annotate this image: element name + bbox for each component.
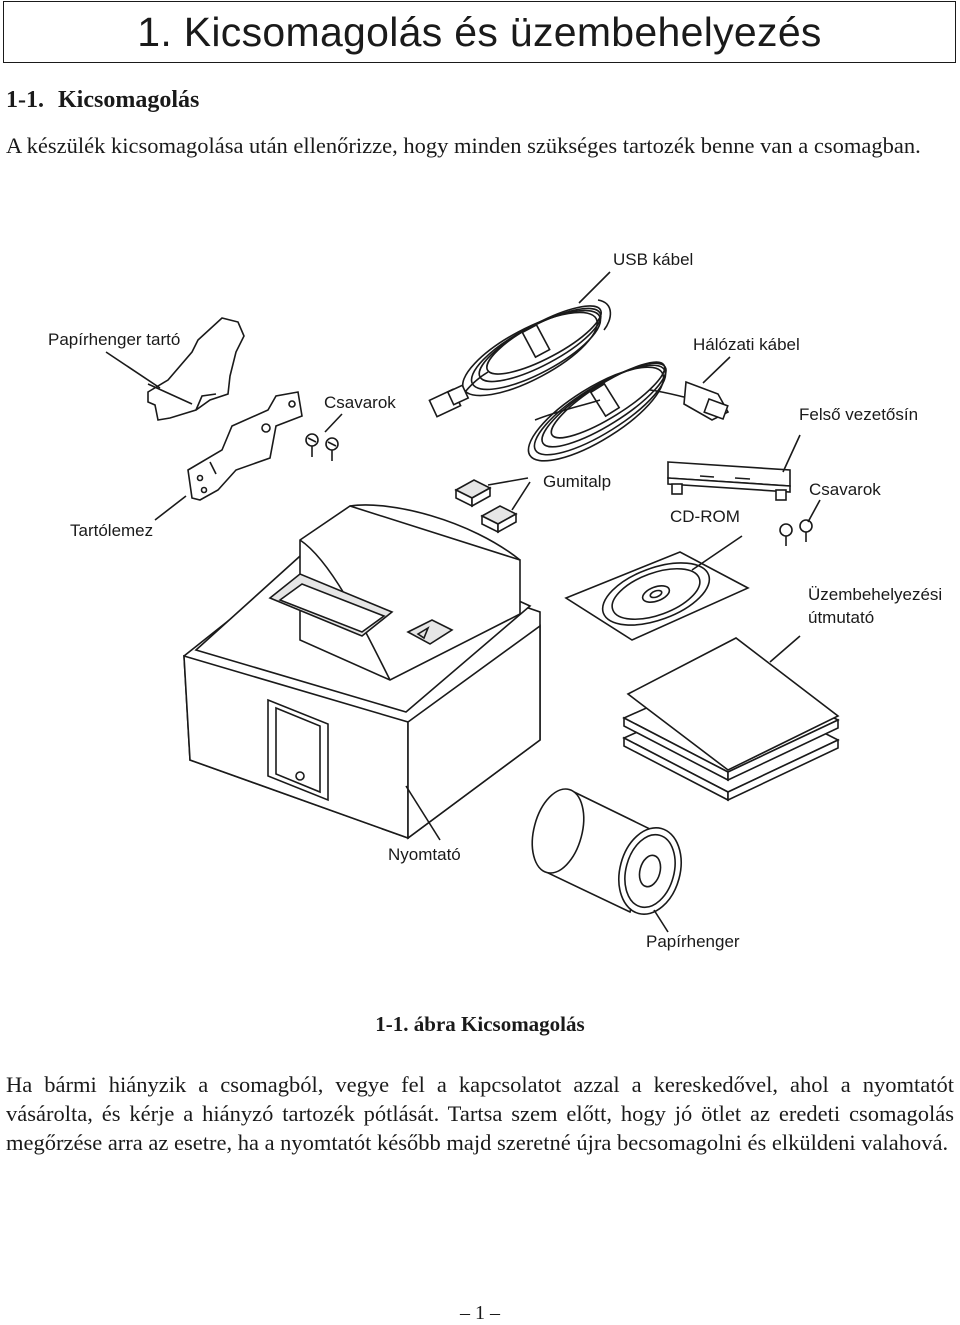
label-usb-cable: USB kábel (613, 250, 693, 269)
paper-holder-illustration (105, 317, 245, 421)
label-power-cable: Hálózati kábel (693, 335, 800, 354)
power-cable-illustration (527, 356, 731, 462)
cd-rom-illustration (564, 535, 750, 641)
section-title: Kicsomagolás (58, 87, 200, 113)
intro-paragraph: A készülék kicsomagolása után ellenőrizz… (6, 133, 921, 158)
label-paper-holder: Papírhenger tartó (48, 330, 180, 349)
screws-right-illustration (779, 499, 821, 546)
caption-title: Kicsomagolás (461, 1012, 585, 1036)
body-paragraph: Ha bármi hiányzik a csomagból, vegye fel… (6, 1072, 954, 1155)
upper-guide-illustration (667, 434, 801, 501)
label-printer: Nyomtató (388, 845, 461, 864)
unpacking-figure: USB kábel Papírhenger tartó Hálózati káb… (0, 230, 960, 960)
screws-top-illustration (305, 413, 343, 461)
label-manual-line2: útmutató (808, 608, 874, 627)
section-heading: 1-1. Kicsomagolás (6, 87, 199, 114)
label-paper-roll: Papírhenger (646, 932, 740, 951)
chapter-title: 1. Kicsomagolás és üzembehelyezés (137, 9, 822, 55)
page-number-value: 1 (475, 1302, 485, 1324)
label-rubber-feet: Gumitalp (543, 472, 611, 491)
label-screws-top: Csavarok (324, 393, 396, 412)
page-number: – 1 – (460, 1302, 500, 1324)
label-screws-right: Csavarok (809, 480, 881, 499)
caption-number: 1-1. ábra (375, 1012, 456, 1036)
chapter-title-box: 1. Kicsomagolás és üzembehelyezés (3, 1, 956, 63)
section-number: 1-1. (6, 87, 44, 113)
label-upper-guide: Felső vezetősín (799, 405, 918, 424)
label-manual-line1: Üzembehelyezési (808, 585, 942, 604)
label-cd-rom: CD-ROM (670, 507, 740, 526)
mounting-plate-illustration (154, 391, 303, 521)
label-mounting-plate: Tartólemez (70, 521, 153, 540)
manuals-illustration (622, 635, 840, 802)
unpacking-illustration: USB kábel Papírhenger tartó Hálózati káb… (48, 250, 942, 951)
paper-roll-illustration (531, 788, 682, 933)
rubber-feet-illustration (454, 477, 531, 534)
printer-illustration (183, 504, 541, 841)
usb-cable-illustration (428, 271, 612, 418)
figure-caption: 1-1. ábra Kicsomagolás (0, 1012, 960, 1037)
